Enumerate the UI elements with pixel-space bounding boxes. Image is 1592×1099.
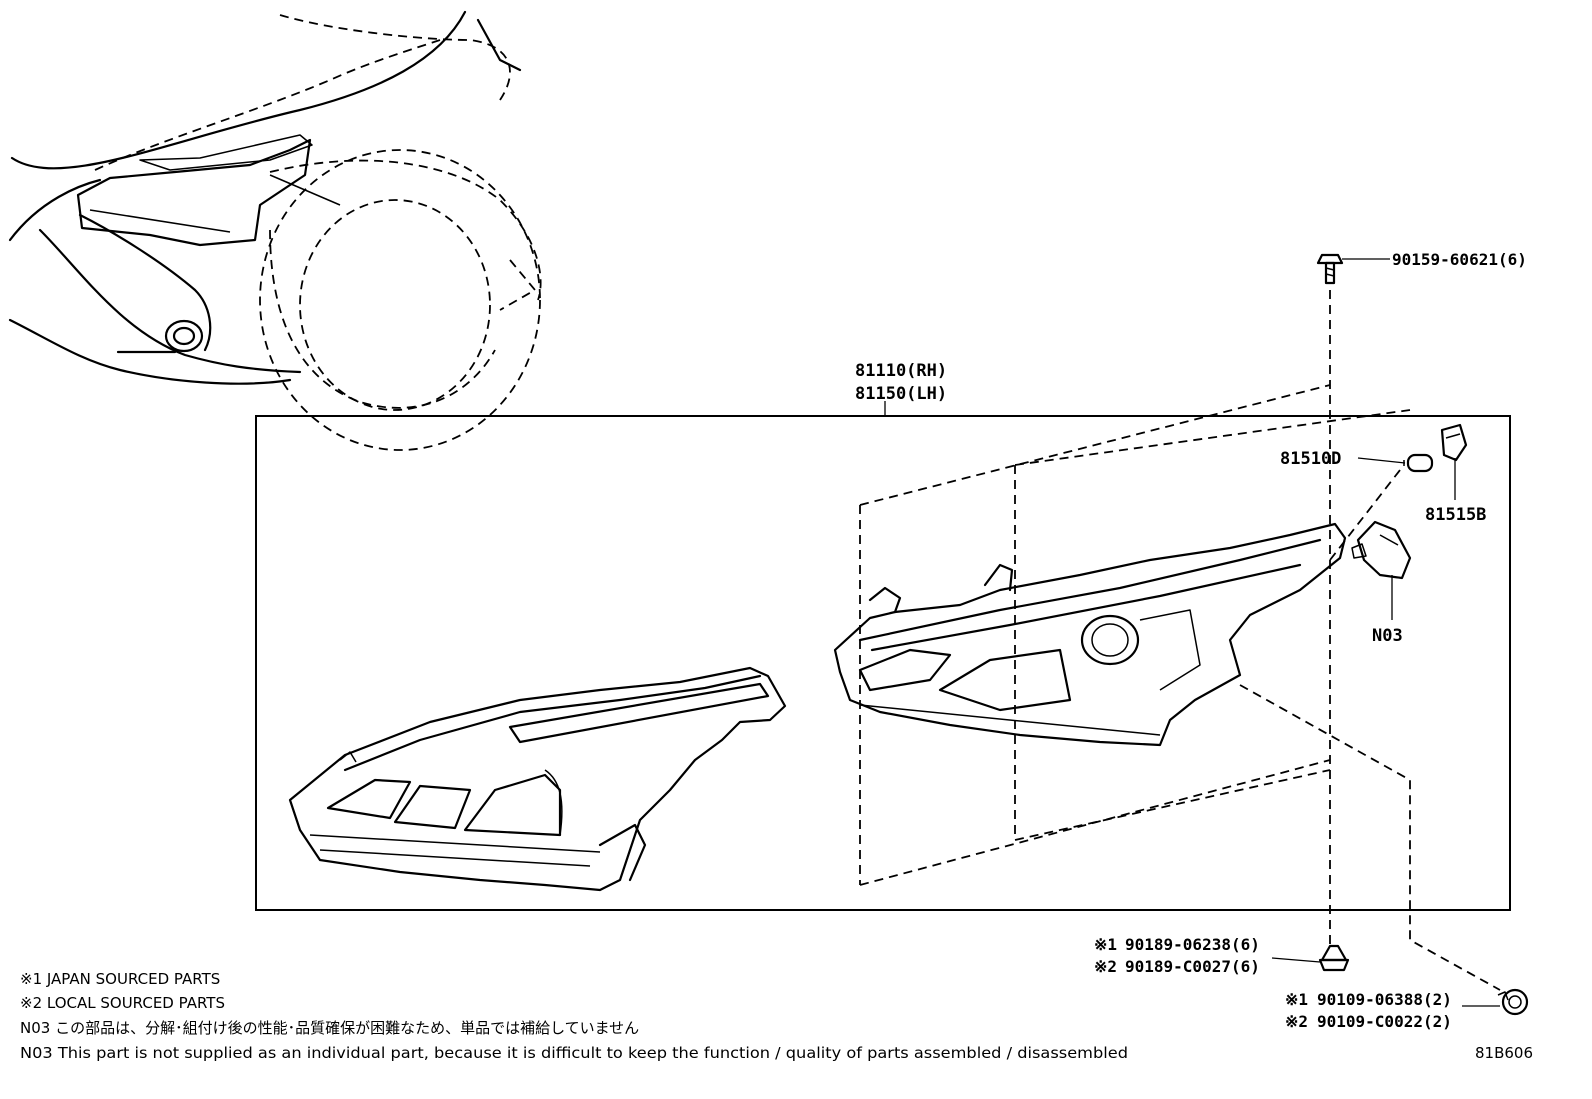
- vehicle-outline: [8, 10, 542, 451]
- label-bulb: 81510D: [1280, 449, 1341, 469]
- mark-clip-local: ※2: [1094, 957, 1117, 976]
- projection-lines: [859, 290, 1501, 991]
- label-headlamp-lh: 81150(LH): [855, 384, 947, 404]
- label-socket: 81515B: [1425, 505, 1486, 525]
- leveling-actuator-icon: [1351, 520, 1412, 580]
- note-local-sourced: ※2 LOCAL SOURCED PARTS: [20, 994, 225, 1012]
- socket-icon: [1440, 423, 1468, 462]
- note-japan-sourced: ※1 JAPAN SOURCED PARTS: [20, 970, 220, 988]
- note-n03-japanese: N03 この部品は、分解･組付け後の性能･品質確保が困難なため、単品では補給して…: [20, 1019, 639, 1037]
- clip-bottom-icon: [1318, 944, 1350, 972]
- label-headlamp-rh: 81110(RH): [855, 361, 947, 381]
- screw-top-icon: [1316, 253, 1344, 285]
- headlamp-left-illustration: [288, 666, 787, 892]
- grommet-icon: [1497, 988, 1529, 1016]
- label-actuator: N03: [1372, 626, 1403, 646]
- label-clip-japan: 90189-06238(6): [1125, 935, 1260, 954]
- label-grommet-local: 90109-C0022(2): [1317, 1012, 1452, 1031]
- mark-grommet-local: ※2: [1285, 1012, 1308, 1031]
- label-clip-local: 90189-C0027(6): [1125, 957, 1260, 976]
- label-screw-top: 90159-60621(6): [1392, 250, 1527, 269]
- note-n03-english: N03 This part is not supplied as an indi…: [20, 1044, 1128, 1062]
- assembly-frame: [255, 415, 1511, 911]
- label-grommet-japan: 90109-06388(2): [1317, 990, 1452, 1009]
- bulb-icon: [1403, 453, 1434, 473]
- mark-grommet-japan: ※1: [1285, 990, 1308, 1009]
- mark-clip-japan: ※1: [1094, 935, 1117, 954]
- diagram-id: 81B606: [1475, 1044, 1533, 1062]
- headlamp-right-illustration: [833, 522, 1347, 747]
